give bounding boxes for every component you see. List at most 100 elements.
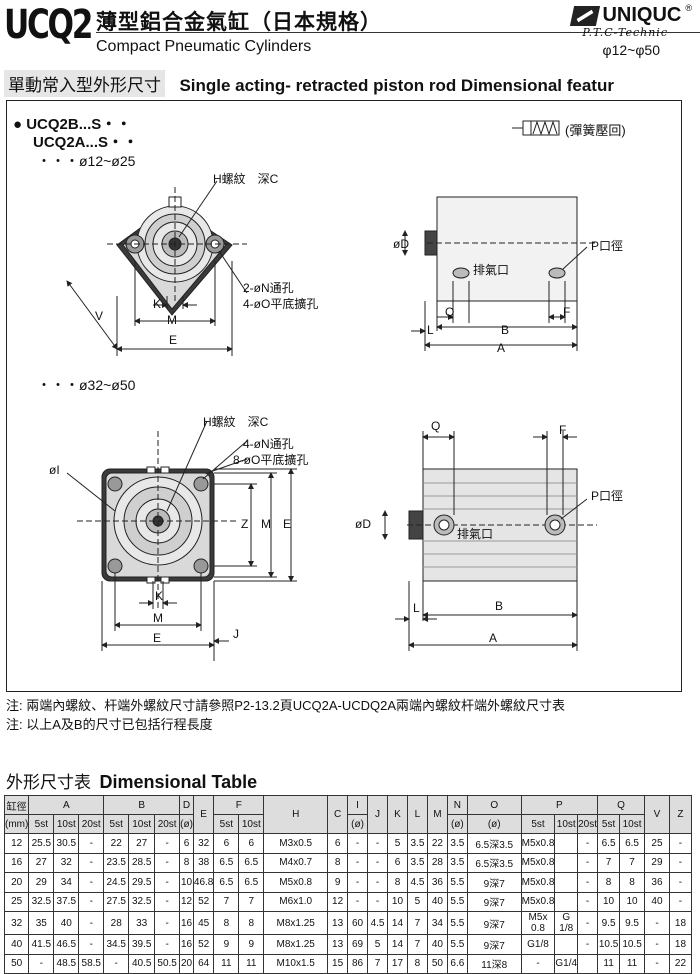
table-cell: - [78,891,105,912]
table-cell: 29 [644,852,670,873]
note-1: 注: 兩端內螺紋、杆端外螺紋尺寸請參照P2-13.2頁UCQ2A-UCDQ2A兩… [6,698,566,713]
table-cell: 11 [619,953,646,974]
table-cell: 50 [3,953,30,974]
table-cell: - [154,833,181,854]
th-i: I [347,795,369,815]
th-o: O [466,795,522,815]
table-cell: 6 [213,833,240,854]
table-cell: 12 [179,891,194,912]
front-view-small [66,180,248,356]
table-cell: 34 [426,911,448,935]
th-m: M [426,795,448,834]
table-cell: 27 [28,852,55,873]
th-h: H [263,795,329,834]
table-cell: 5 [387,833,408,854]
label-z-bottom: Z [241,517,249,531]
table-cell: - [347,891,369,912]
label-exhaust-bottom: 排氣口 [457,527,494,541]
label-b-top: B [501,323,510,337]
table-cell: - [577,833,599,854]
table-cell: - [668,833,693,854]
table-cell: M5x0.8 [520,891,556,912]
table-cell: 38 [192,852,215,873]
th-c: C [327,795,349,834]
table-cell: 10 [597,891,621,912]
table-cell: G1/8 [520,934,556,955]
table-cell [554,852,579,873]
table-cell: - [28,953,55,974]
label-q-top: Q [445,305,455,319]
table-cell: M5x0.8 [520,872,556,893]
label-v-top: V [95,309,104,323]
th-p-10st: 10st [554,814,579,834]
table-cell: 40 [426,934,448,955]
table-cell: 5 [367,934,388,955]
table-cell: 9 [213,934,240,955]
label-n-hole-bottom: 4-øN通孔 [243,437,294,451]
table-cell: 60 [347,911,369,935]
table-cell: - [577,852,599,873]
table-cell: 4.5 [367,911,388,935]
table-cell: - [668,872,693,893]
table-cell: 37.5 [53,891,80,912]
table-cell: 8 [238,911,265,935]
table-cell: 6 [179,833,194,854]
table-cell: 5.5 [446,891,468,912]
title-chinese: 薄型鋁合金氣缸（日本規格） [96,9,382,34]
table-cell: - [668,891,693,912]
label-o-counter-top: 4-øO平底擴孔 [243,297,319,311]
table-cell: 40 [53,911,80,935]
label-a-top: A [497,341,506,355]
table-cell: 69 [347,934,369,955]
title-english: Compact Pneumatic Cylinders [96,38,312,55]
label-e-bottom: E [153,631,162,645]
th-v: V [644,795,670,834]
table-cell: 5.5 [446,911,468,935]
table-cell [577,953,599,974]
table-cell: 23.5 [103,852,130,873]
label-l-bottom: L [413,601,420,615]
front-view-large [66,420,297,661]
th-f-10st: 10st [238,814,265,834]
table-cell: - [668,852,693,873]
table-cell: 10.5 [597,934,621,955]
table-cell [554,872,579,893]
th-z: Z [668,795,693,834]
table-cell: 9 [238,934,265,955]
th-f: F [213,795,265,815]
table-cell: 28 [103,911,130,935]
table-cell: 9深7 [466,891,522,912]
table-cell: M3x0.5 [263,833,329,854]
table-cell: 16 [179,934,194,955]
table-header-row-1: 缸徑 A B D E F H C I J K L M N O P Q V Z [3,795,693,834]
table-cell: - [367,872,388,893]
table-cell: 5 [406,891,428,912]
bore-range-large: ・・・ø32~ø50 [37,377,136,393]
table-cell: 10 [619,891,646,912]
brand-mark-icon [570,5,601,26]
label-h-thread-bottom: H螺紋 深C [203,415,269,429]
table-cell: 16 [179,911,194,935]
th-q-10st: 10st [619,814,646,834]
table-cell: 6.5 [238,852,265,873]
table-cell: 7 [367,953,388,974]
table-cell: - [577,934,599,955]
table-cell: 13 [327,934,349,955]
table-cell: 58.5 [78,953,105,974]
label-f-top: F [563,305,571,319]
note-2: 注: 以上A及B的尺寸已包括行程長度 [6,717,213,732]
table-cell: 18 [668,934,693,955]
table-cell: 86 [347,953,369,974]
label-exhaust-top: 排氣口 [473,263,510,277]
table-cell: 3.5 [406,833,428,854]
table-cell: - [577,872,599,893]
th-d: D [179,795,194,815]
th-a-20st: 20st [78,814,105,834]
brand-logo: UNIQUC ® [570,3,692,27]
table-cell: 29 [28,872,55,893]
table-cell: - [367,852,388,873]
table-cell: 22 [668,953,693,974]
side-view-large [382,431,597,651]
